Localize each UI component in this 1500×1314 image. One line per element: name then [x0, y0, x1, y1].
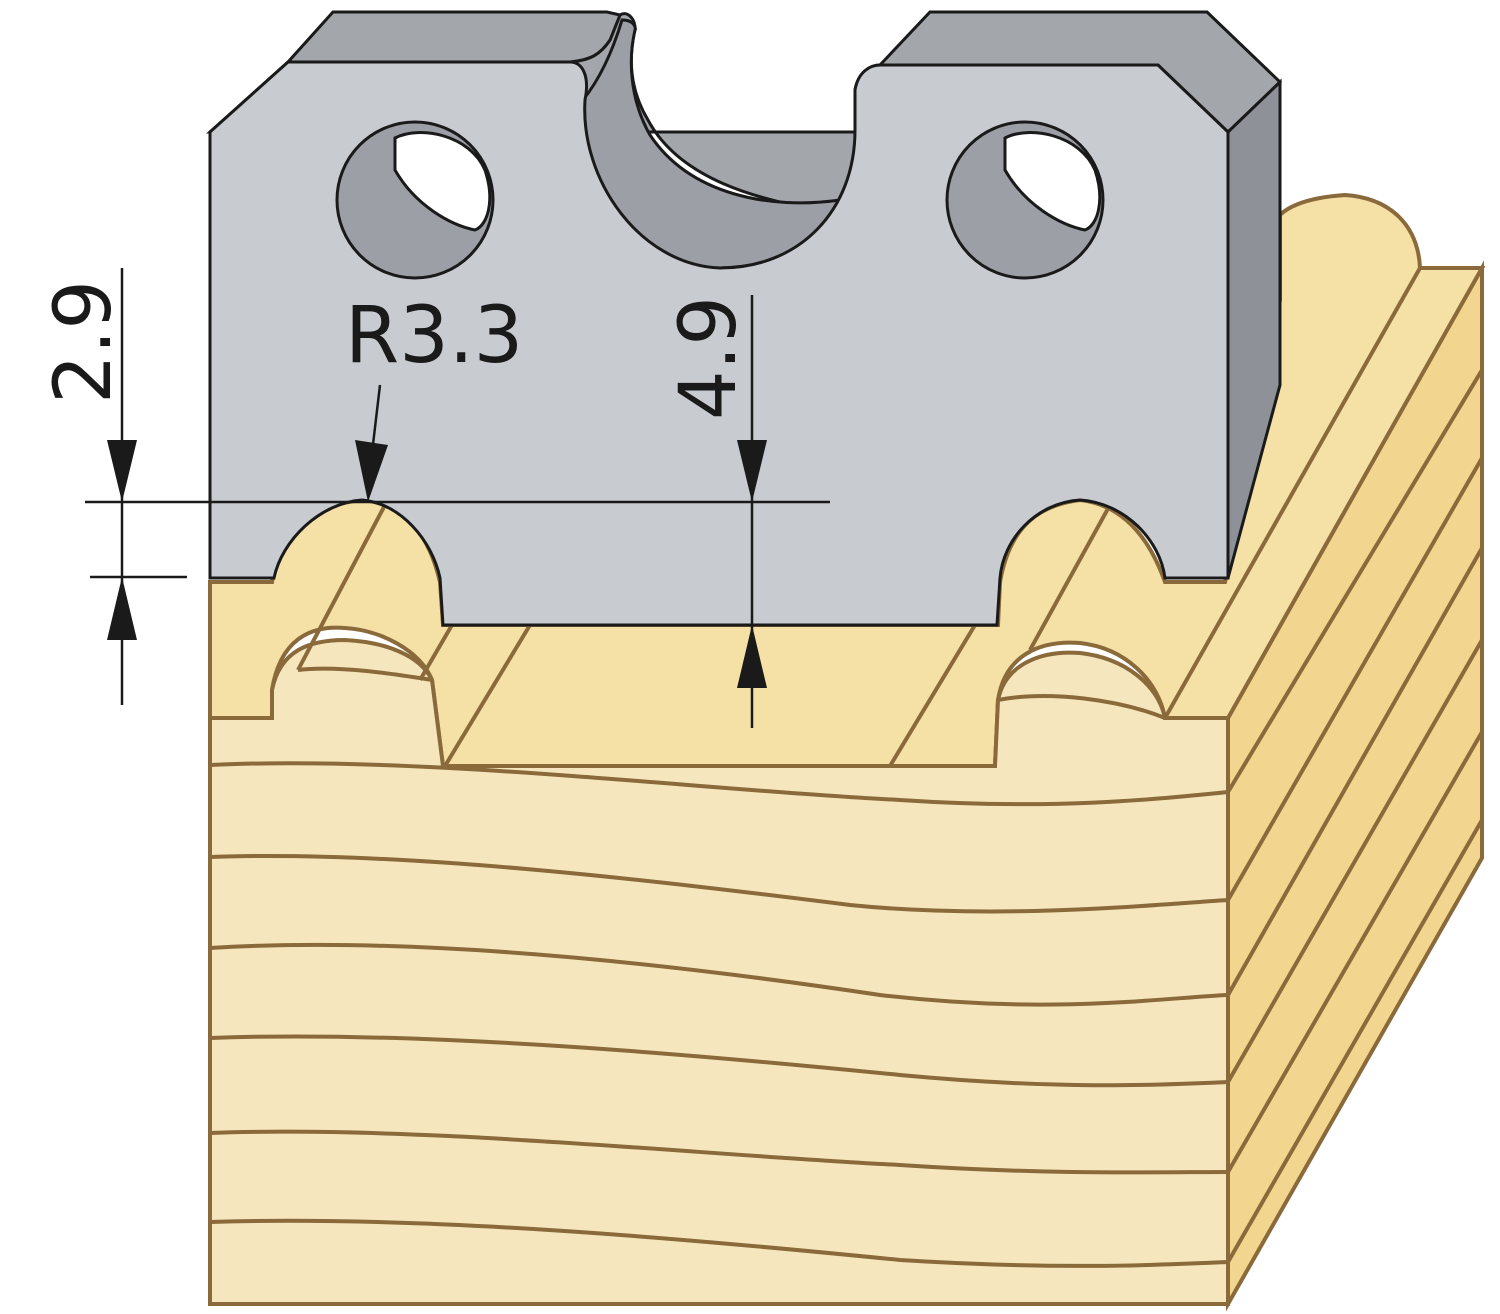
knife-hole-left	[335, 120, 495, 280]
wood-block	[208, 192, 1486, 1312]
arrow-down-2-9	[107, 440, 137, 502]
arrow-up-2-9	[107, 577, 137, 640]
bead-height-label: 2.9	[39, 280, 129, 404]
depth-label: 4.9	[664, 296, 754, 420]
knife-top-rear	[284, 10, 623, 64]
radius-label: R3.3	[345, 291, 523, 381]
wood-grain-top	[296, 267, 1422, 768]
dimension-arrows	[107, 440, 767, 688]
wood-grain-front	[209, 761, 1229, 1268]
arrow-down-4-9	[737, 440, 767, 502]
arrow-radius	[355, 440, 388, 502]
wood-grain-side	[1226, 368, 1484, 1263]
knife-hole-right	[945, 120, 1105, 280]
arrow-up-4-9	[737, 625, 767, 688]
steel-knife	[206, 10, 1283, 627]
